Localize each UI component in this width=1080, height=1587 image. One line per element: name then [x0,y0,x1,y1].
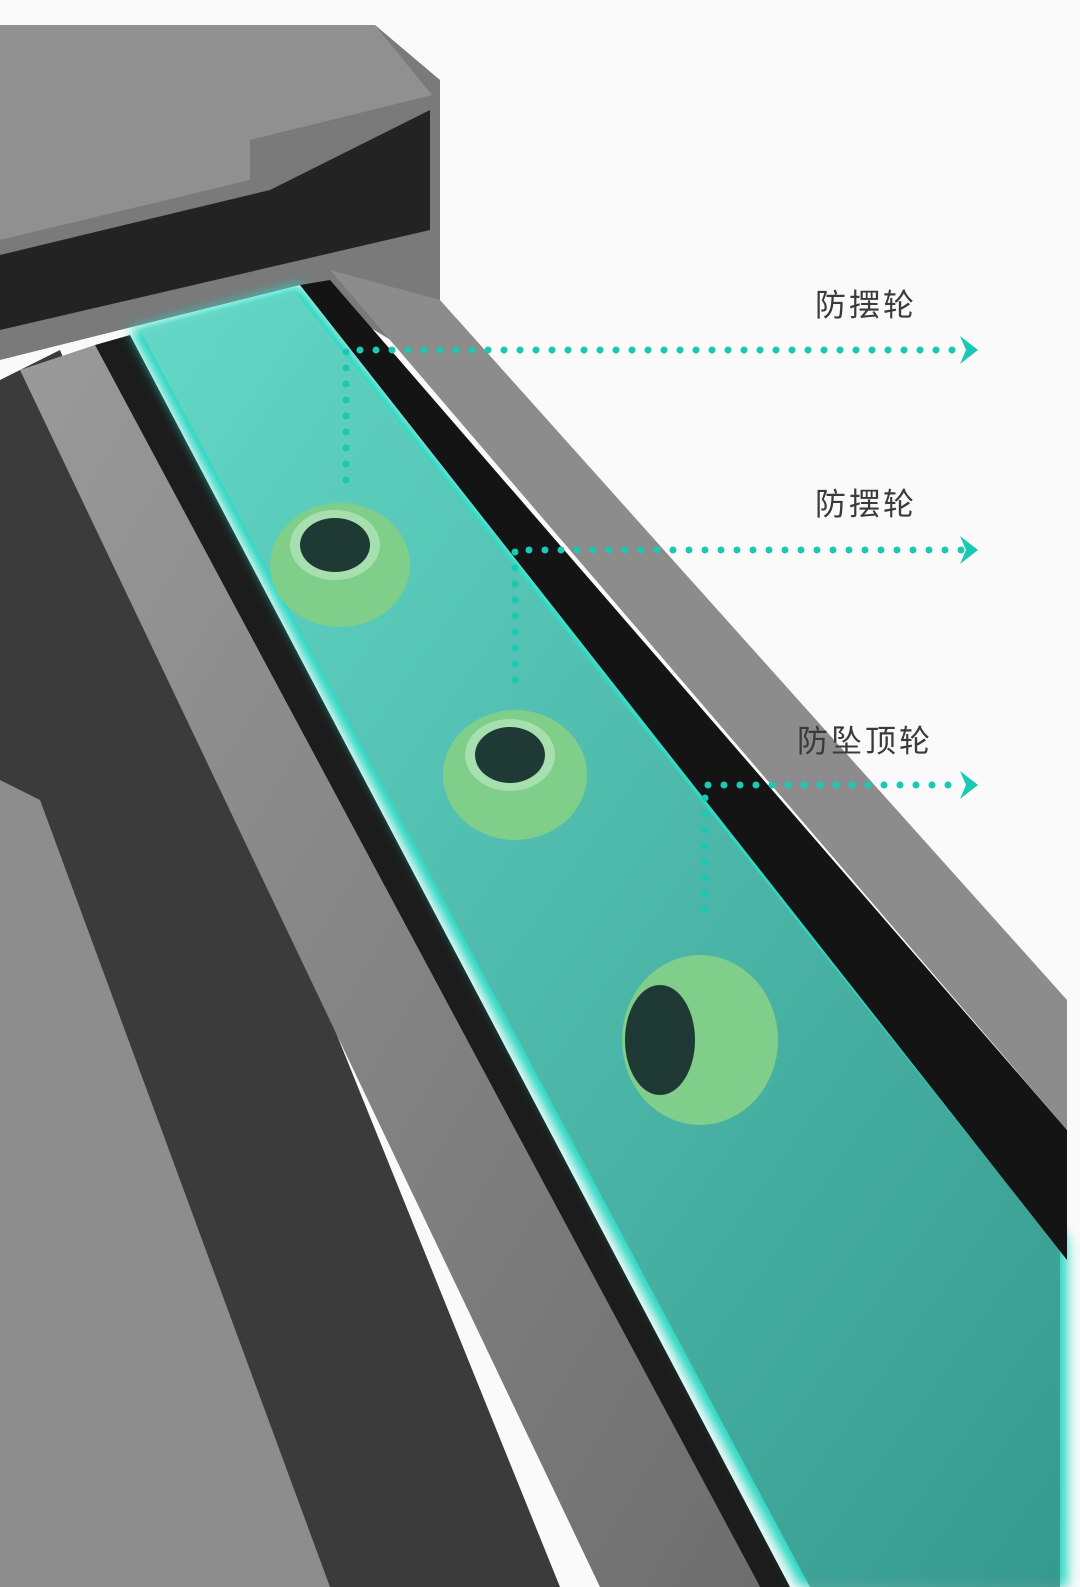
arrow-icon [960,336,978,364]
arrow-icon [960,771,978,799]
background-frame-light [0,780,330,1587]
leader-lines [342,346,966,914]
brush-left [95,335,790,1587]
wheel-1 [270,503,410,627]
top-profile-face [0,25,432,240]
rail-right-wall [330,270,1067,1130]
wheel-2 [443,710,587,840]
top-profile-slot [0,110,430,330]
leader-line-3 [701,781,966,914]
wheel-3 [622,955,778,1125]
leader-line-1 [342,346,966,484]
arrow-icon [960,536,978,564]
label-anti-sway-wheel-2: 防摆轮 [815,487,917,523]
rail-left-wall [20,345,760,1587]
label-anti-sway-wheel-1: 防摆轮 [815,288,917,324]
leader-line-2 [511,546,966,684]
rail-inner-dark [300,280,1067,1260]
label-anti-fall-top-wheel: 防坠顶轮 [797,724,933,760]
